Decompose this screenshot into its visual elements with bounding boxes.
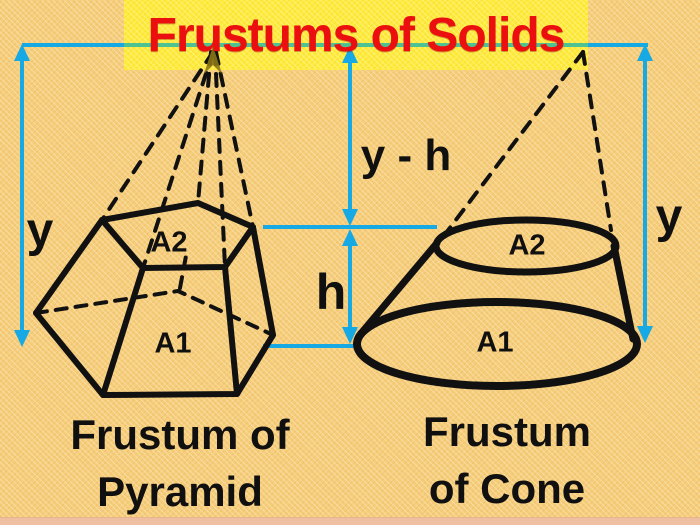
slide-edge-strip	[0, 517, 700, 525]
lower-height-arrow-h	[342, 229, 358, 344]
cone-projection-lines	[444, 50, 613, 235]
cone-top-face-label: A2	[508, 229, 546, 262]
cone-bottom-ellipse	[353, 298, 641, 390]
pyramid-top-face-label: A2	[150, 226, 188, 259]
cone-caption: Frustum of Cone	[423, 403, 591, 517]
label-y-right: y	[655, 190, 683, 243]
pyramid-hidden-edges	[34, 254, 275, 337]
pyramid-caption-line2: Pyramid	[97, 468, 263, 515]
pyramid-caption-line1: Frustum of	[70, 411, 290, 458]
pyramid-outline	[33, 200, 276, 398]
upper-height-arrow-y-minus-h	[342, 46, 358, 226]
pyramid-frustum-drawing	[33, 46, 276, 398]
dimension-lines	[14, 43, 653, 348]
cone-frustum-drawing	[353, 50, 641, 390]
page-title: Frustums of Solids	[147, 8, 566, 62]
cone-bottom-face-label: A1	[476, 326, 514, 359]
pyramid-apex-mark	[204, 46, 222, 74]
pyramid-bottom-face-label: A1	[154, 327, 192, 360]
label-y-minus-h: y - h	[360, 131, 452, 180]
label-y-left: y	[26, 204, 54, 257]
pyramid-projection-lines	[100, 50, 255, 270]
left-height-arrow-y	[14, 44, 30, 347]
cone-sides	[359, 239, 637, 343]
cone-caption-line2: of Cone	[428, 465, 586, 512]
pyramid-caption: Frustum of Pyramid	[70, 406, 289, 520]
right-height-arrow-y	[637, 44, 653, 343]
label-h: h	[315, 264, 347, 320]
title-highlight	[124, 0, 588, 70]
cone-top-ellipse	[432, 216, 620, 276]
cone-caption-line1: Frustum	[423, 408, 591, 455]
